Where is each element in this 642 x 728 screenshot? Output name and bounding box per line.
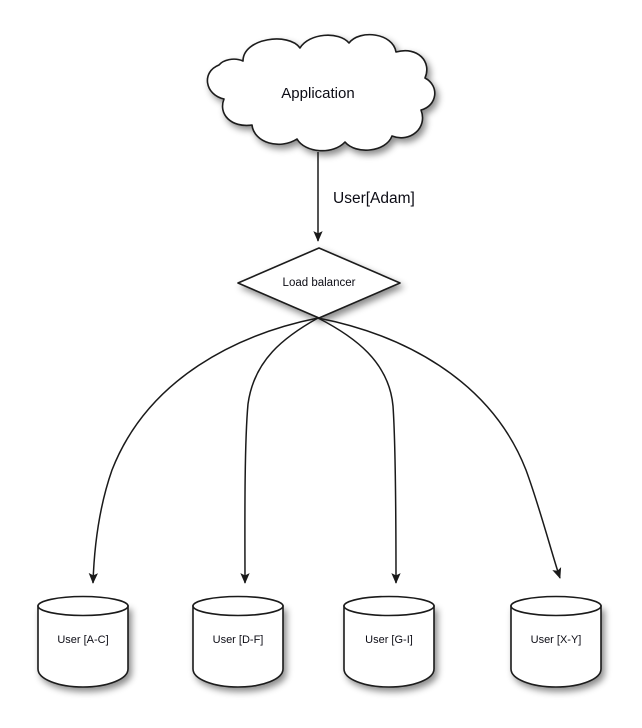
cloud-shape bbox=[206, 33, 436, 152]
cylinder-top-ellipse bbox=[343, 595, 435, 617]
balancer-to-db-2-connector bbox=[240, 317, 319, 584]
balancer-to-db-4-connector bbox=[317, 317, 562, 579]
cylinder-body bbox=[343, 605, 435, 688]
cylinder-body bbox=[510, 605, 602, 688]
edge-application-to-balancer: User[Adam] bbox=[313, 152, 415, 242]
node-application[interactable]: Application bbox=[206, 33, 436, 152]
database-2-label: User [D-F] bbox=[213, 634, 264, 646]
application-label: Application bbox=[281, 85, 354, 102]
cylinder-top-ellipse bbox=[37, 595, 129, 617]
node-database-1[interactable]: User [A-C] bbox=[37, 595, 129, 688]
cylinder-body bbox=[192, 605, 284, 688]
cylinder-body bbox=[37, 605, 129, 688]
node-database-4[interactable]: User [X-Y] bbox=[510, 595, 602, 688]
load-balancer-label: Load balancer bbox=[283, 277, 356, 289]
balancer-to-db-1-connector bbox=[88, 317, 319, 584]
cylinder-top-ellipse bbox=[192, 595, 284, 617]
database-1-label: User [A-C] bbox=[57, 634, 108, 646]
edges-balancer-to-databases bbox=[88, 317, 562, 584]
edge-label-user-adam: User[Adam] bbox=[333, 190, 415, 207]
node-database-2[interactable]: User [D-F] bbox=[192, 595, 284, 688]
database-3-label: User [G-I] bbox=[365, 634, 413, 646]
database-4-label: User [X-Y] bbox=[531, 634, 582, 646]
node-database-3[interactable]: User [G-I] bbox=[343, 595, 435, 688]
node-load-balancer[interactable]: Load balancer bbox=[237, 247, 401, 319]
cylinder-top-ellipse bbox=[510, 595, 602, 617]
balancer-to-db-3-connector bbox=[317, 317, 401, 584]
